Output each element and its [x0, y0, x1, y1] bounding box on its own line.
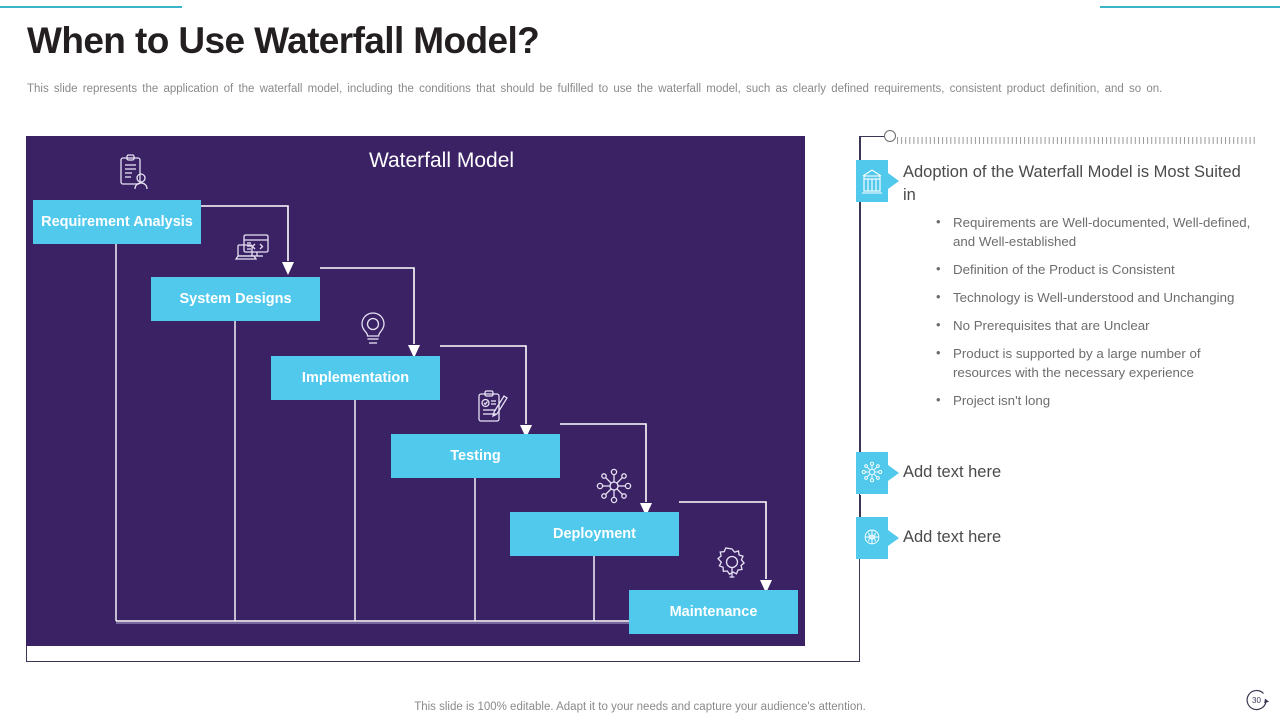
diagram-connectors — [115, 205, 786, 624]
network-nodes-icon — [596, 468, 632, 509]
gear-wrench-icon — [714, 546, 750, 587]
diagram-title: Waterfall Model — [26, 149, 805, 173]
diagram-title-text: Waterfall Model — [368, 149, 515, 172]
right-block-heading-2: Add text here — [903, 463, 1002, 481]
brain-gear-icon[interactable] — [856, 517, 899, 559]
accent-bar-left — [0, 6, 182, 8]
tile-pointer — [888, 465, 899, 481]
stage-label: Testing — [450, 448, 501, 464]
list-item: Technology is Well-understood and Unchan… — [932, 287, 1262, 307]
lightbulb-gear-icon — [356, 310, 390, 353]
building-icon[interactable] — [856, 160, 899, 202]
tile-pointer — [888, 173, 899, 189]
dotted-rule — [897, 137, 1257, 144]
footer-note: This slide is 100% editable. Adapt it to… — [414, 701, 866, 713]
page-title: When to Use Waterfall Model? — [27, 20, 540, 61]
right-block-heading-1: Adoption of the Waterfall Model is Most … — [903, 163, 1241, 204]
network-flake-icon[interactable] — [856, 452, 899, 494]
stage-label: Requirement Analysis — [41, 214, 193, 230]
tile-pointer — [888, 530, 899, 546]
list-item: Requirements are Well-documented, Well-d… — [932, 212, 1262, 251]
accent-bar-right — [1100, 6, 1280, 8]
clipboard-check-pen-icon — [476, 390, 512, 431]
page-number-badge: 30 — [1243, 688, 1270, 715]
list-item: Definition of the Product is Consistent — [932, 259, 1262, 279]
stage-box-requirement-analysis[interactable]: Requirement Analysis — [33, 200, 201, 244]
stage-label: Deployment — [553, 526, 636, 542]
stage-label: Implementation — [301, 370, 410, 386]
clipboard-person-icon — [116, 154, 150, 197]
rail-segment-2 — [860, 495, 861, 520]
stage-box-system-designs[interactable]: System Designs — [151, 277, 320, 321]
page-number: 30 — [1252, 696, 1261, 705]
list-item: No Prerequisites that are Unclear — [932, 315, 1262, 335]
bullet-list-1: Requirements are Well-documented, Well-d… — [932, 212, 1262, 419]
monitor-code-icon — [234, 232, 271, 273]
right-block-heading-3: Add text here — [903, 528, 1002, 546]
waterfall-diagram-panel: Waterfall Model — [26, 136, 805, 646]
timeline-start-node — [884, 130, 896, 142]
stage-label: Maintenance — [669, 604, 758, 620]
rail-segment-1 — [860, 137, 861, 452]
stage-box-deployment[interactable]: Deployment — [510, 512, 679, 556]
list-item: Product is supported by a large number o… — [932, 343, 1262, 382]
stage-box-maintenance[interactable]: Maintenance — [629, 590, 798, 634]
stage-box-testing[interactable]: Testing — [391, 434, 560, 478]
page-subtitle: This slide represents the application of… — [27, 83, 1163, 95]
stage-box-implementation[interactable]: Implementation — [271, 356, 440, 400]
list-item: Project isn't long — [932, 390, 1262, 410]
stage-label: System Designs — [179, 291, 292, 307]
frame-connector-line — [859, 136, 891, 137]
